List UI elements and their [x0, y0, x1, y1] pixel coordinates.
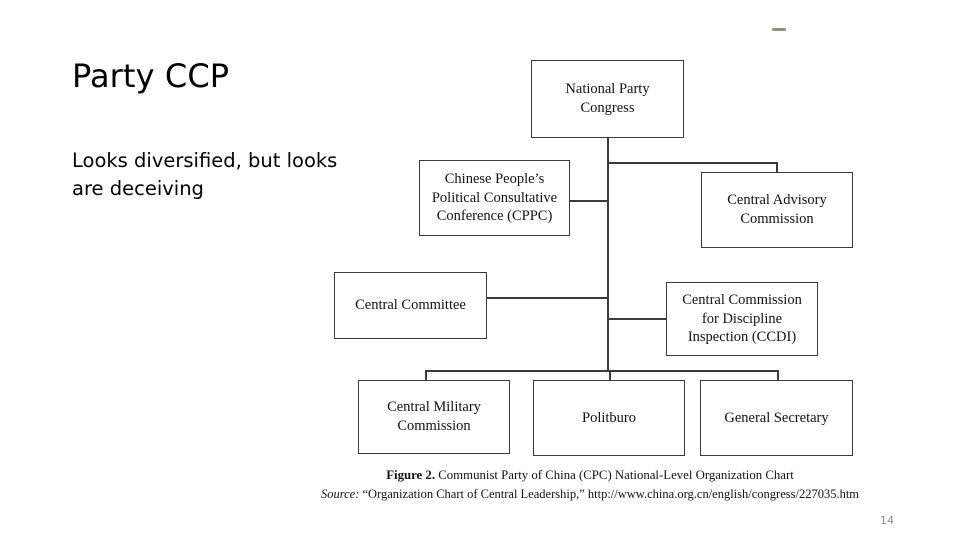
node-ccdi: Central Commission for Discipline Inspec…	[666, 282, 818, 356]
connector-trunk-vertical	[607, 138, 609, 372]
figure-caption-title: Figure 2. Communist Party of China (CPC)…	[290, 466, 890, 485]
node-label: Politburo	[582, 409, 636, 426]
page-title: Party CCP	[72, 57, 230, 95]
org-chart: National Party Congress Chinese People’s…	[290, 8, 890, 478]
node-label: Chinese People’s Political Consultative …	[431, 171, 558, 225]
node-cppc: Chinese People’s Political Consultative …	[419, 160, 570, 236]
connector-to-central-advisory	[607, 162, 778, 164]
source-text: “Organization Chart of Central Leadershi…	[359, 486, 860, 501]
connector-drop-central-advisory	[776, 162, 778, 173]
figure-caption: Figure 2. Communist Party of China (CPC)…	[290, 466, 890, 503]
node-national-party-congress: National Party Congress	[531, 60, 684, 138]
node-label: Central Commission for Discipline Inspec…	[682, 292, 802, 346]
connector-to-cppc	[570, 200, 609, 202]
connector-drop-central-military	[425, 370, 427, 381]
node-label: Central Committee	[355, 297, 466, 314]
scan-artifact-mark	[772, 28, 786, 31]
node-label: National Party Congress	[565, 81, 650, 116]
figure-caption-source: Source: “Organization Chart of Central L…	[290, 485, 890, 503]
figure-number: Figure 2.	[386, 468, 436, 482]
source-label: Source:	[320, 486, 360, 501]
connector-to-ccdi	[607, 318, 667, 320]
connector-to-central-committee	[486, 297, 609, 299]
page-number: 14	[880, 514, 894, 527]
node-central-advisory-commission: Central Advisory Commission	[701, 172, 853, 248]
node-label: General Secretary	[724, 409, 829, 426]
figure-title-text: Communist Party of China (CPC) National-…	[435, 468, 794, 482]
connector-drop-politburo	[609, 370, 611, 381]
node-general-secretary: General Secretary	[700, 380, 853, 456]
node-label: Central Military Commission	[387, 399, 481, 434]
node-central-committee: Central Committee	[334, 272, 487, 339]
node-politburo: Politburo	[533, 380, 685, 456]
connector-drop-general-secretary	[777, 370, 779, 381]
node-central-military-commission: Central Military Commission	[358, 380, 510, 454]
connector-bottom-bar	[425, 370, 778, 372]
node-label: Central Advisory Commission	[727, 192, 827, 227]
organization-chart-figure: National Party Congress Chinese People’s…	[290, 8, 890, 508]
slide-body-text: Looks diversified, but looks are deceivi…	[72, 149, 338, 200]
